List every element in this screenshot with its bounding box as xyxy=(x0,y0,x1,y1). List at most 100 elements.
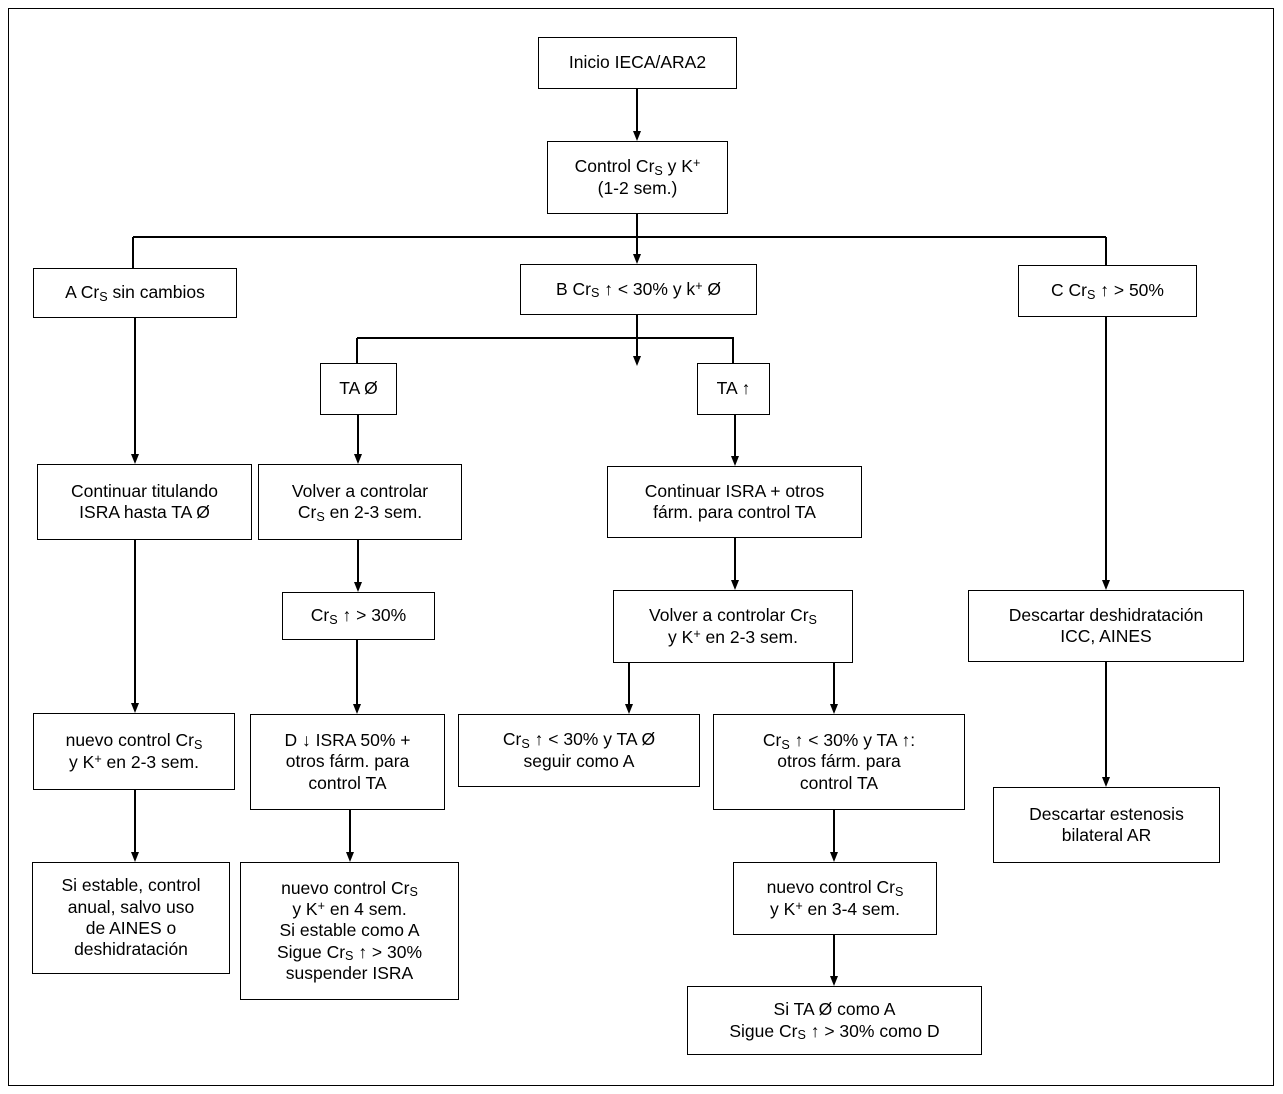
arrowhead-down-icon xyxy=(1101,580,1110,590)
connector-line xyxy=(357,415,359,455)
connector-line xyxy=(833,663,835,705)
arrowhead-down-icon xyxy=(1101,777,1110,787)
connector-line xyxy=(132,237,134,268)
arrowhead-down-icon xyxy=(730,580,739,590)
node-text-line: control TA xyxy=(799,772,879,793)
arrowhead-down-icon xyxy=(632,131,641,141)
node-text-line: Descartar deshidratación xyxy=(1008,604,1204,625)
node-ta-normal: TA Ø xyxy=(320,363,397,415)
arrowhead-down-icon xyxy=(130,454,139,464)
node-control-crs-k: Control CrS y K+(1-2 sem.) xyxy=(547,141,728,214)
node-text-line: otros fárm. para xyxy=(285,751,410,772)
node-text-line: y K+ en 2-3 sem. xyxy=(69,751,199,772)
node-text-line: suspender ISRA xyxy=(285,963,414,984)
node-crs-sube-mas-30: CrS ↑ > 30% xyxy=(282,592,435,640)
node-text-line: Si TA Ø como A xyxy=(773,999,896,1020)
node-text-line: otros fárm. para xyxy=(777,751,901,772)
arrowhead-down-icon xyxy=(632,356,641,366)
arrowhead-down-icon xyxy=(730,456,739,466)
arrowhead-down-icon xyxy=(352,704,361,714)
node-text-line: seguir como A xyxy=(523,750,635,771)
node-rama-b-crs-sube-menos-30: B CrS ↑ < 30% y k+ Ø xyxy=(520,264,757,315)
node-text-line: control TA xyxy=(308,772,387,793)
node-text-line: C CrS ↑ > 50% xyxy=(1051,280,1164,302)
node-text-line: bilateral AR xyxy=(1061,825,1152,845)
node-text-line: ISRA hasta TA Ø xyxy=(79,502,210,522)
connector-line xyxy=(734,415,736,457)
node-text-line: Control CrS y K+ xyxy=(574,156,701,178)
arrowhead-down-icon xyxy=(829,704,838,714)
node-text-line: Si estable como A xyxy=(279,920,420,941)
node-text-line: Volver a controlar CrS xyxy=(649,605,817,627)
node-text-line: ICC, AINES xyxy=(1060,626,1152,646)
node-text-line: nuevo control CrS xyxy=(281,877,418,900)
connector-line xyxy=(134,318,136,455)
node-text-line: D ↓ ISRA 50% + xyxy=(284,729,411,750)
node-text-line: B CrS ↑ < 30% y k+ Ø xyxy=(555,278,722,301)
connector-line xyxy=(349,810,351,853)
node-text-line: y K+ en 4 sem. xyxy=(292,898,407,919)
arrowhead-down-icon xyxy=(353,454,362,464)
node-text-line: Si estable, control xyxy=(61,875,201,896)
connector-line xyxy=(1105,237,1107,265)
node-text-line: A CrS sin cambios xyxy=(65,282,205,304)
node-text-line: y K+ en 2-3 sem. xyxy=(668,626,798,647)
connector-line xyxy=(636,89,638,132)
node-text-line: Volver a controlar xyxy=(291,480,429,501)
node-inicio-ieca-ara2: Inicio IECA/ARA2 xyxy=(538,37,737,89)
connector-line xyxy=(628,663,630,705)
connector-line xyxy=(1105,662,1107,778)
node-text-line: deshidratación xyxy=(74,939,188,960)
connector-line xyxy=(356,338,358,363)
connector-line xyxy=(134,790,136,853)
connector-line xyxy=(833,810,835,853)
node-text-line: (1-2 sem.) xyxy=(597,177,678,198)
node-text-line: nuevo control CrS xyxy=(766,877,904,899)
arrowhead-down-icon xyxy=(829,976,838,986)
connector-line xyxy=(133,236,1106,238)
node-text-line: CrS ↑ > 30% xyxy=(310,605,407,627)
connector-line xyxy=(636,237,638,255)
connector-line xyxy=(833,935,835,977)
connector-line xyxy=(1105,317,1107,581)
arrowhead-down-icon xyxy=(130,852,139,862)
node-text-line: Descartar estenosis xyxy=(1029,803,1184,824)
node-text-line: nuevo control CrS xyxy=(65,730,203,752)
node-text-line: CrS ↑ < 30% y TA ↑: xyxy=(762,729,916,752)
node-text-line: CrS en 2-3 sem. xyxy=(297,502,423,524)
node-ta-alta: TA ↑ xyxy=(697,363,770,415)
node-text-line: de AINES o xyxy=(85,918,177,938)
arrowhead-down-icon xyxy=(345,852,354,862)
connector-line xyxy=(636,214,638,237)
arrowhead-down-icon xyxy=(353,582,362,592)
node-text-line: Sigue CrS ↑ > 30% xyxy=(276,941,423,964)
arrowhead-down-icon xyxy=(130,703,139,713)
node-text-line: TA ↑ xyxy=(716,378,751,399)
node-text-line: Inicio IECA/ARA2 xyxy=(568,52,707,73)
arrowhead-down-icon xyxy=(632,254,641,264)
node-text-line: fárm. para control TA xyxy=(653,502,816,522)
connector-line xyxy=(357,540,359,583)
node-text-line: Continuar titulando xyxy=(71,480,218,501)
node-rama-a-crs-sin-cambios: A CrS sin cambios xyxy=(33,268,237,318)
node-text-line: anual, salvo uso xyxy=(67,896,195,917)
node-text-line: y K+ en 3-4 sem. xyxy=(770,898,900,919)
connector-line xyxy=(734,538,736,581)
node-text-line: Sigue CrS ↑ > 30% como D xyxy=(729,1020,940,1043)
node-text-line: CrS ↑ < 30% y TA Ø xyxy=(502,729,656,751)
arrowhead-down-icon xyxy=(829,852,838,862)
node-text-line: Continuar ISRA + otros xyxy=(644,480,825,501)
